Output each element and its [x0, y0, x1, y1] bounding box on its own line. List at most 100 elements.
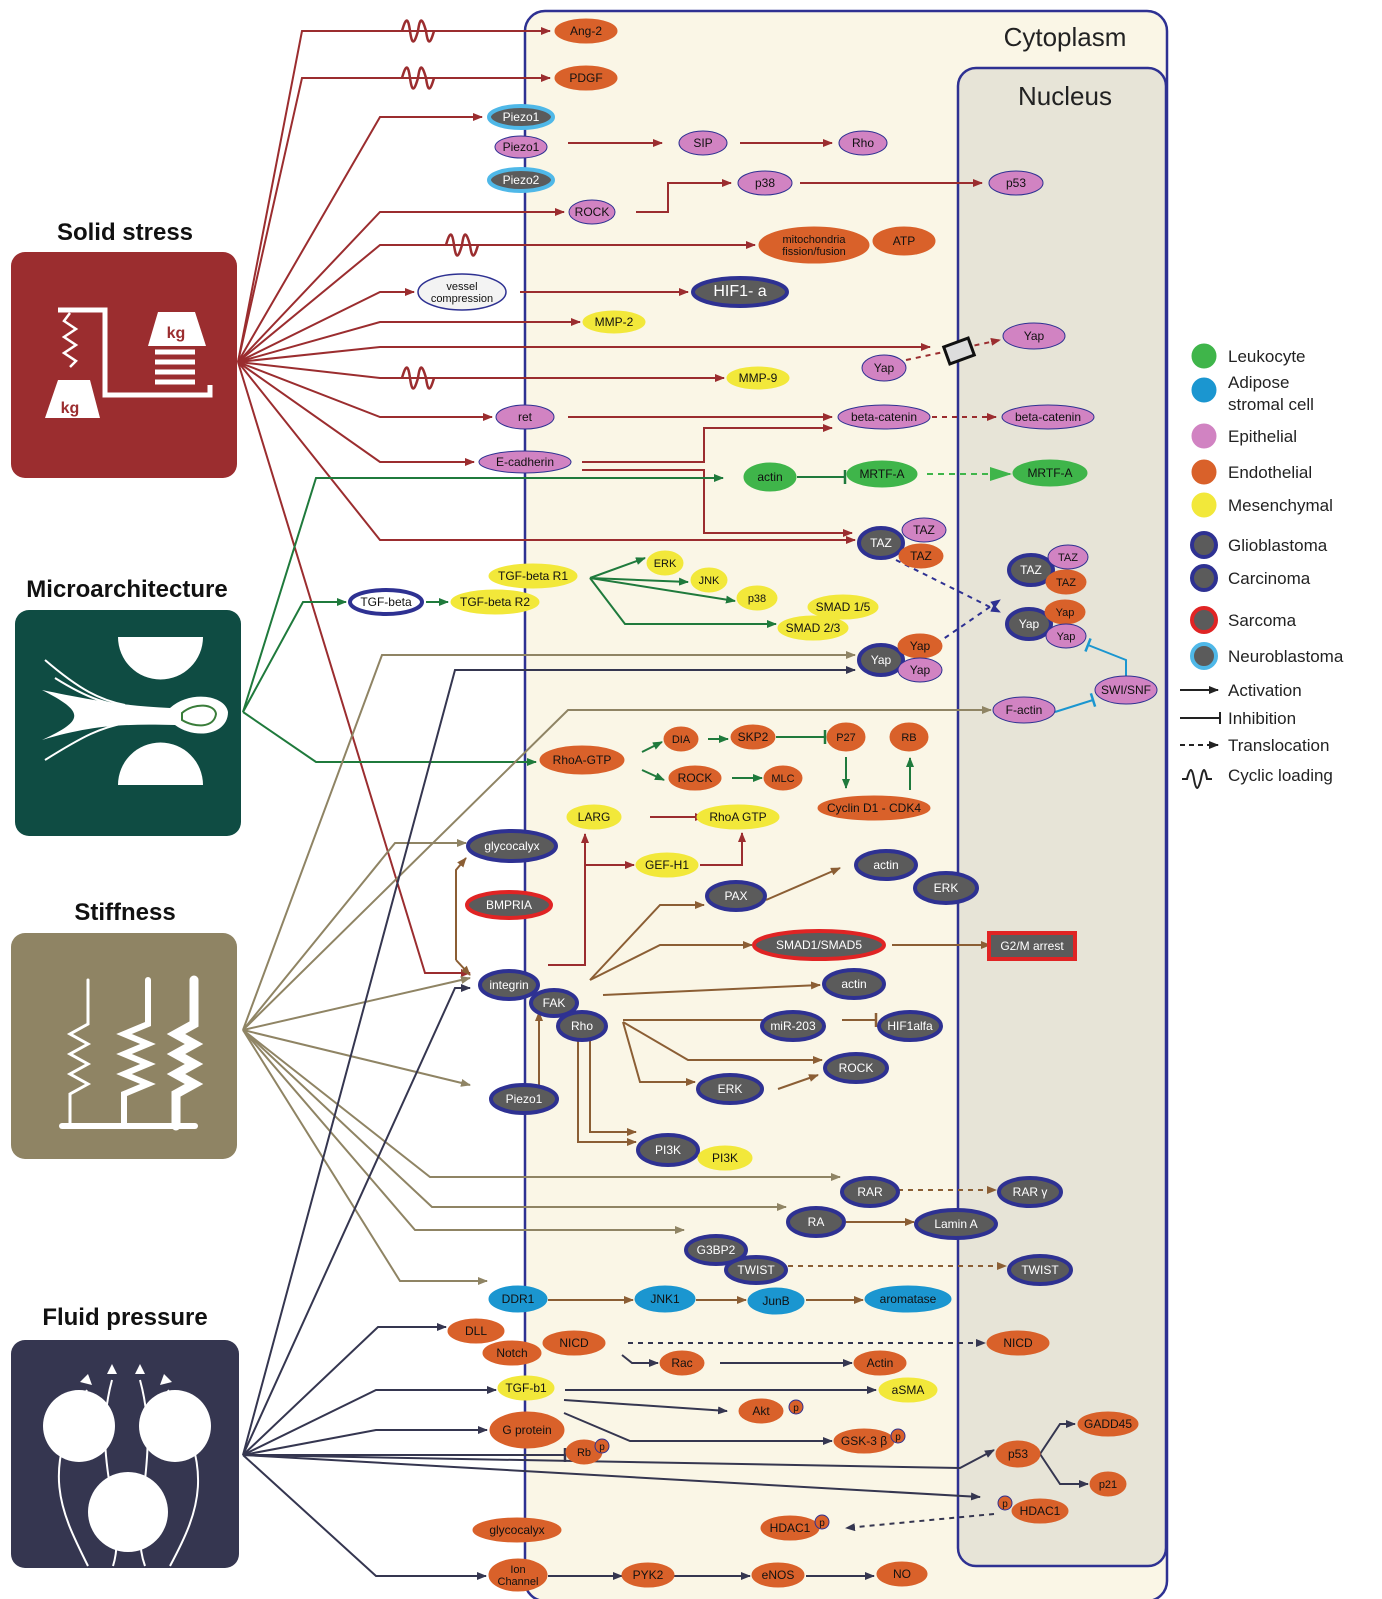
pathway-edge: [237, 318, 581, 363]
node-label: MRTF-A: [859, 467, 904, 481]
node-label: beta-catenin: [1015, 410, 1081, 424]
node-lamina: Lamin A: [914, 1208, 998, 1240]
node-label: ATP: [893, 234, 915, 248]
node-label: SMAD 2/3: [786, 621, 841, 635]
node-p21: p21: [1089, 1471, 1127, 1497]
pathway-edge: [242, 1454, 981, 1501]
node-label: TGF-beta: [360, 595, 412, 609]
phospho-label: p: [819, 1518, 825, 1529]
node-notch: Notch: [482, 1340, 542, 1366]
pathway-edge: [582, 424, 833, 463]
legend-swatch: [1190, 642, 1218, 670]
phospho-label: p: [599, 1442, 605, 1453]
pathway-edge: [242, 1029, 787, 1211]
node-label: ERK: [654, 558, 677, 570]
pathway-edge: [589, 1040, 637, 1136]
node-label: GADD45: [1084, 1417, 1132, 1431]
pathway-edge: [589, 577, 689, 586]
node-rho2: Rho: [556, 1010, 608, 1042]
node-label: E-cadherin: [496, 455, 554, 469]
node-label: TWIST: [737, 1263, 775, 1277]
node-rac: Rac: [659, 1350, 705, 1376]
node-label: RA: [808, 1215, 825, 1229]
pathway-edge: [242, 1029, 471, 1087]
node-jnk2: JNK1: [634, 1285, 696, 1313]
node-label: TAZ: [913, 523, 935, 537]
node-piezo1c: Piezo1: [489, 1083, 559, 1115]
phospho-label: p: [793, 1403, 799, 1414]
pathway-edge: [237, 288, 415, 363]
node-label: RhoA-GTP: [553, 753, 612, 767]
node-pdgf: PDGF: [554, 65, 618, 91]
node-mir203: miR-203: [760, 1010, 826, 1042]
legend-swatch: [1191, 492, 1217, 518]
inhibition-bar: [1089, 692, 1097, 708]
cyclic-loading-marks: [400, 19, 480, 390]
node-pax: PAX: [705, 880, 767, 912]
node-nicd1: NICD: [542, 1330, 606, 1356]
node-mrtf2: MRTF-A: [1012, 459, 1088, 487]
node-s1p: SIP: [678, 130, 728, 156]
node-tgfr2: TGF-beta R2: [450, 589, 540, 615]
pathway-edge: [845, 1513, 995, 1532]
node-mrtf1: MRTF-A: [846, 460, 918, 488]
pathway-edge: [919, 599, 1001, 656]
pathway-edge: [242, 711, 537, 766]
node-label: PI3K: [655, 1143, 681, 1157]
node-swisnf: SWI/SNF: [1094, 675, 1158, 705]
node-rock2: ROCK: [668, 765, 722, 791]
node-label: Yap: [1057, 631, 1076, 643]
node-label: Yap: [871, 653, 892, 667]
node-ntazo: TAZ: [1045, 569, 1087, 595]
pathway-edge: [242, 839, 467, 1031]
node-label: ROCK: [839, 1061, 874, 1075]
legend-label: Endothelial: [1228, 463, 1312, 482]
node-rb1: RB: [889, 722, 929, 752]
node-hif1alfa: HIF1alfa: [877, 1010, 943, 1042]
pathway-edge: [242, 1449, 995, 1470]
springs-icon: [59, 975, 204, 1131]
pathway-edge: [242, 706, 992, 1031]
node-yapg: Yap: [857, 643, 905, 677]
node-bcat1: beta-catenin: [837, 404, 931, 430]
node-rock1: ROCK: [568, 199, 616, 225]
node-label: MLC: [771, 773, 794, 785]
node-gadd45: GADD45: [1077, 1411, 1139, 1437]
legend-swatch: [1190, 531, 1218, 559]
legend-swatch: [1191, 423, 1217, 449]
node-label: TAZ: [1020, 563, 1042, 577]
weight-label-2: kg: [167, 325, 186, 342]
node-factin: F-actin: [992, 696, 1056, 724]
pathway-edge: [636, 179, 732, 213]
legend-label: Cyclic loading: [1228, 766, 1333, 785]
nucleus-label: Nucleus: [1018, 81, 1112, 111]
node-label: PDGF: [569, 71, 602, 85]
legend-label: Carcinoma: [1228, 569, 1311, 588]
pathway-edge: [777, 1074, 819, 1090]
node-rhoagtp2: RhoA GTP: [696, 804, 780, 830]
node-label: Yap: [1019, 617, 1040, 631]
node-ra: RA: [786, 1206, 846, 1238]
node-label: actin: [841, 977, 866, 991]
node-smad15: SMAD 1/5: [807, 594, 879, 620]
pathway-edge: [1039, 1420, 1076, 1455]
node-label: miR-203: [770, 1019, 816, 1033]
node-label: SIP: [693, 136, 712, 150]
node-label: Rac: [671, 1356, 692, 1370]
node-label: PI3K: [712, 1151, 738, 1165]
pathway-edge: [237, 343, 931, 363]
node-hdac1c: HDAC1 p: [760, 1514, 830, 1541]
node-tgfb1: TGF-b1: [497, 1375, 555, 1401]
node-label: aromatase: [880, 1292, 937, 1306]
node-p38b: p38: [736, 585, 778, 611]
node-integrin: integrin: [478, 969, 540, 1001]
node-label: ROCK: [678, 771, 713, 785]
node-label: actin: [873, 858, 898, 872]
node-label: HDAC1: [770, 1521, 811, 1535]
node-rar: RAR: [840, 1176, 900, 1208]
node-label: MMP-2: [595, 315, 634, 329]
pathway-edge: [582, 469, 853, 537]
cyclic-loading-icon: [400, 366, 436, 390]
node-erk1: ERK: [646, 550, 684, 576]
